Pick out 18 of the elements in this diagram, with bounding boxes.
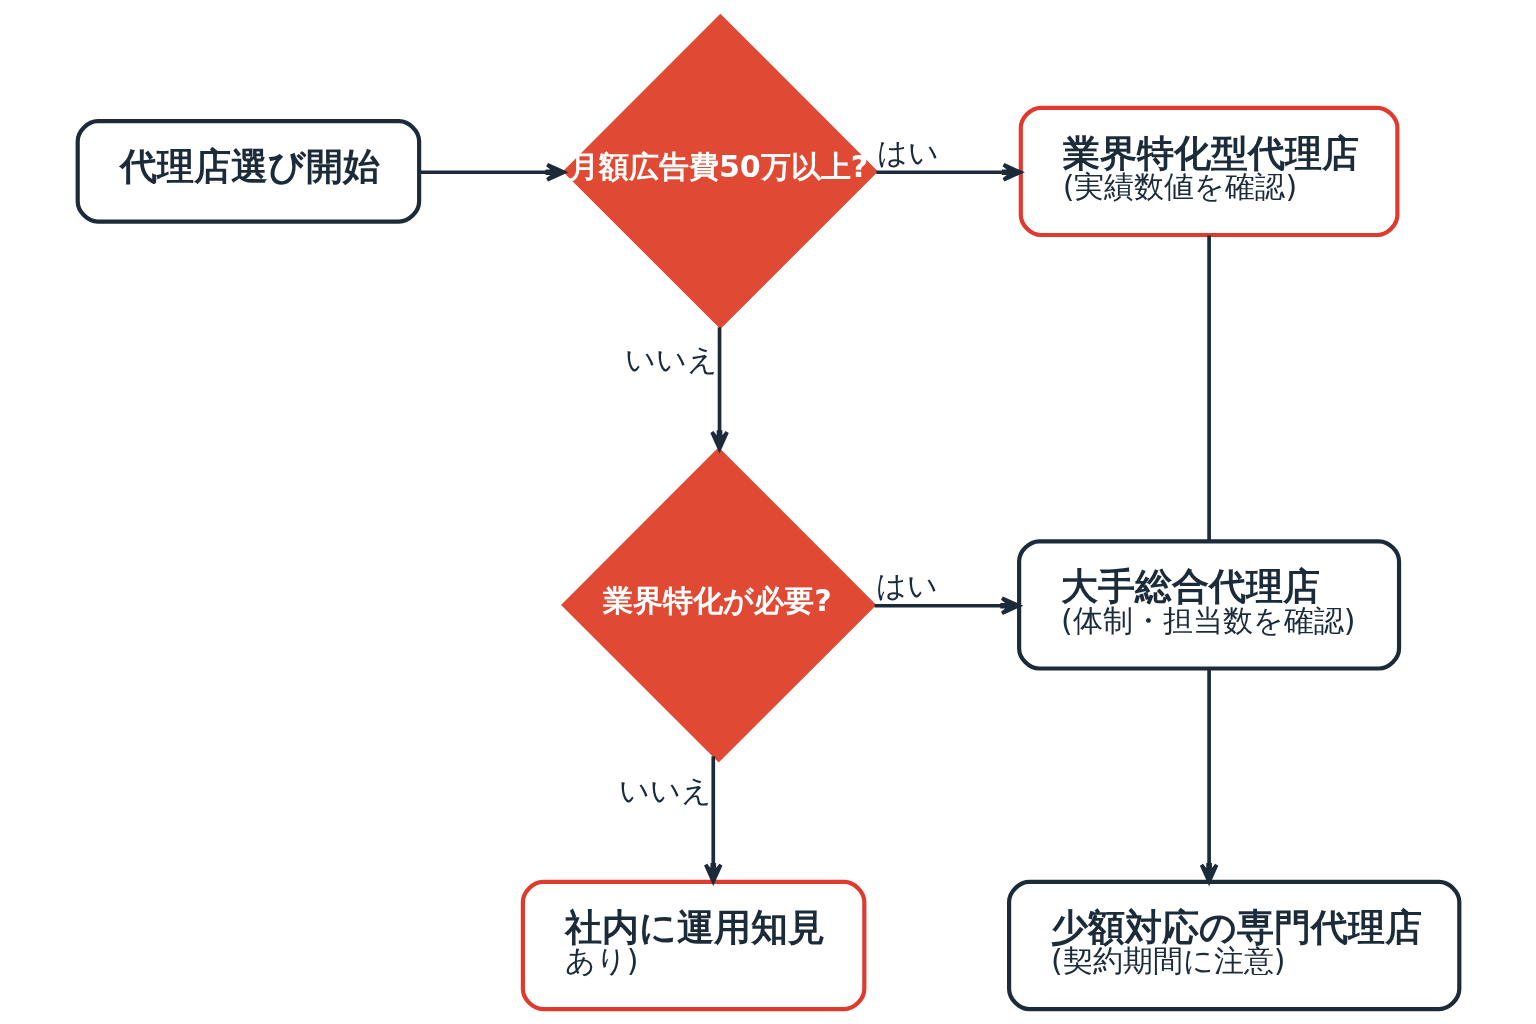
node-box: 代理店選び開始 [75, 119, 421, 224]
node-diamond: 月額広告費50万以上? [562, 13, 878, 330]
edge-label: いいえ [624, 342, 718, 378]
edge-label: いいえ [618, 773, 712, 809]
edge-label: はい [875, 568, 938, 604]
node-box: 業界特化型代理店 (実績数値を確認) [1018, 105, 1399, 238]
node-box: 少額対応の専門代理店 (契約期間に注意) [1006, 879, 1461, 1012]
node-diamond: 業界特化が必要? [560, 447, 876, 763]
arrow [703, 756, 723, 884]
node-box: 大手総合代理店 (体制・担当数を確認) [1016, 539, 1401, 671]
arrow [874, 596, 1021, 616]
connector [1206, 235, 1211, 541]
arrow [709, 327, 729, 451]
arrow [418, 162, 566, 182]
edge-label: はい [876, 134, 939, 170]
arrow [875, 162, 1022, 182]
arrow [1199, 668, 1218, 884]
node-box: 社内に運用知見 あり) [520, 879, 866, 1012]
